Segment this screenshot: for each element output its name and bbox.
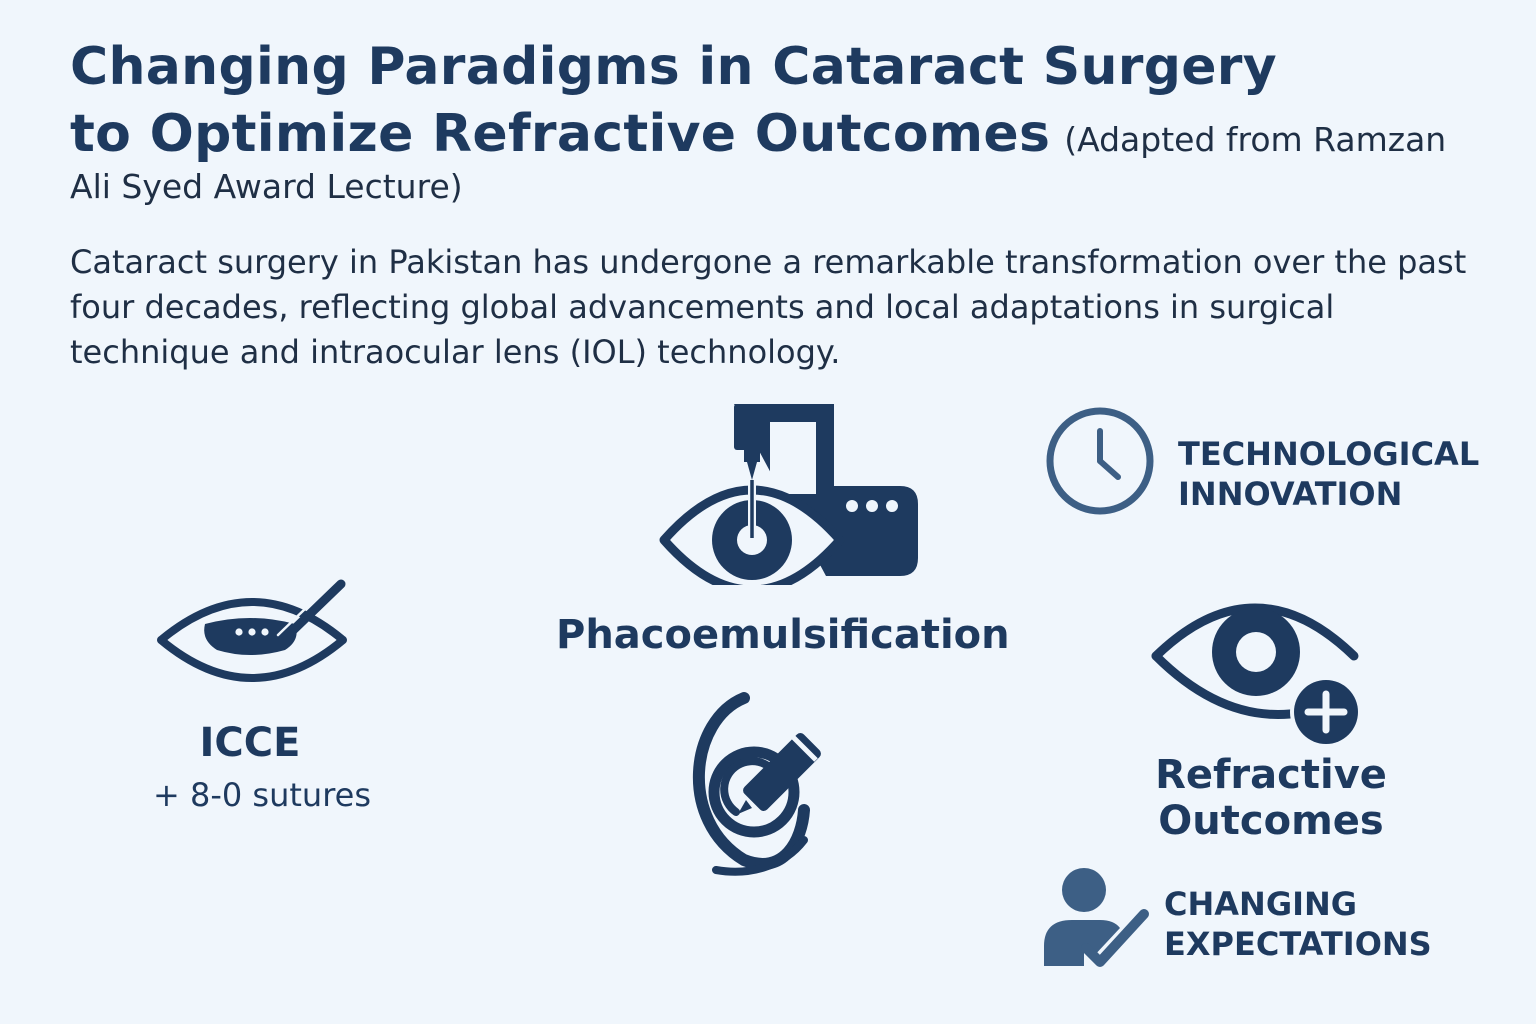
title-line-2-text: to Optimize Refractive Outcomes [70, 104, 1051, 164]
refractive-label-line-2: Outcomes [1158, 798, 1384, 844]
tech-label-line-1: TECHNOLOGICAL [1178, 435, 1480, 473]
tech-label-line-2: INNOVATION [1178, 475, 1403, 513]
clock-icon [1046, 407, 1154, 515]
page-title: Changing Paradigms in Cataract Surgery t… [70, 34, 1510, 212]
attribution-part-1: (Adapted from Ramzan [1064, 120, 1447, 159]
person-check-icon [1044, 868, 1149, 967]
refractive-label-line-1: Refractive [1155, 752, 1387, 798]
icce-subtitle: + 8-0 sutures [152, 776, 371, 814]
eye-with-instrument-icon [157, 578, 347, 682]
title-line-1: Changing Paradigms in Cataract Surgery [70, 37, 1277, 97]
icce-title: ICCE [199, 720, 301, 766]
phaco-machine-eye-icon [659, 404, 918, 585]
title-line-2: to Optimize Refractive Outcomes (Adapted … [70, 101, 1510, 168]
attribution-part-2: Ali Syed Award Lecture) [70, 167, 463, 206]
expectations-label-line-1: CHANGING [1164, 885, 1358, 923]
eye-plus-icon [1151, 603, 1362, 745]
phaco-title: Phacoemulsification [556, 612, 1010, 658]
intro-paragraph: Cataract surgery in Pakistan has undergo… [70, 243, 1467, 371]
iol-injector-icon [693, 692, 821, 876]
expectations-label-line-2: EXPECTATIONS [1164, 925, 1432, 963]
